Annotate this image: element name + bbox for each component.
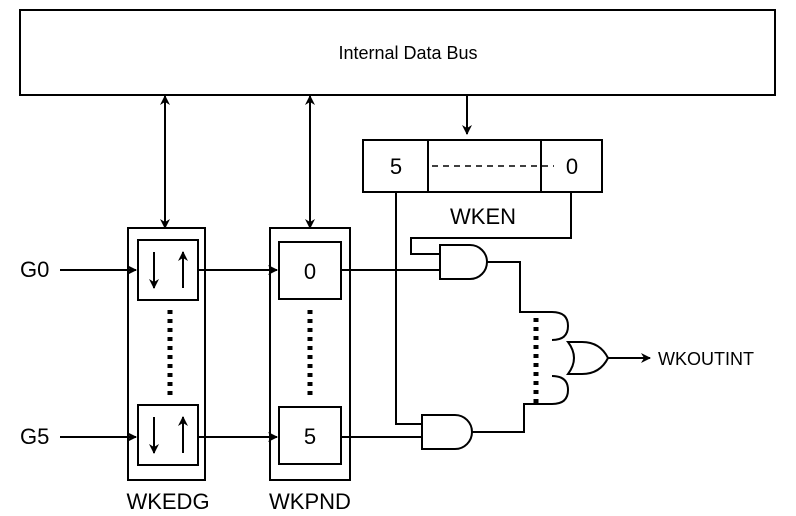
internal-data-bus: Internal Data Bus <box>19 9 776 96</box>
bus-label: Internal Data Bus <box>338 43 477 63</box>
wkpnd-register: 0 5 WKPND <box>269 227 351 514</box>
edge-select-icon <box>149 416 188 454</box>
input-g0: G0 <box>20 257 137 282</box>
wken-bit-high: 5 <box>390 154 402 179</box>
and-gate-top <box>439 244 488 280</box>
input-label: G0 <box>20 257 49 282</box>
output-label: WKOUTINT <box>658 349 754 369</box>
edge-to-pending-wires <box>198 265 278 442</box>
wken-register: 5 0 WKEN <box>362 139 603 229</box>
input-g5: G5 <box>20 424 137 449</box>
edge-select-icon <box>149 251 188 289</box>
wkpnd-label: WKPND <box>269 489 351 514</box>
wkpnd-bit-top: 0 <box>304 259 316 284</box>
wkedg-register: WKEDG <box>126 227 210 514</box>
or-gate <box>551 311 610 405</box>
output-wkoutint: WKOUTINT <box>608 349 754 369</box>
and-gate-bottom <box>421 414 473 450</box>
wken-label: WKEN <box>450 204 516 229</box>
and-output-wires <box>472 261 552 433</box>
wkpnd-bit-bottom: 5 <box>304 424 316 449</box>
and-input-wires <box>341 192 572 438</box>
input-label: G5 <box>20 424 49 449</box>
wken-bit-low: 0 <box>566 154 578 179</box>
bus-arrows <box>160 95 472 229</box>
wkedg-label: WKEDG <box>126 489 209 514</box>
